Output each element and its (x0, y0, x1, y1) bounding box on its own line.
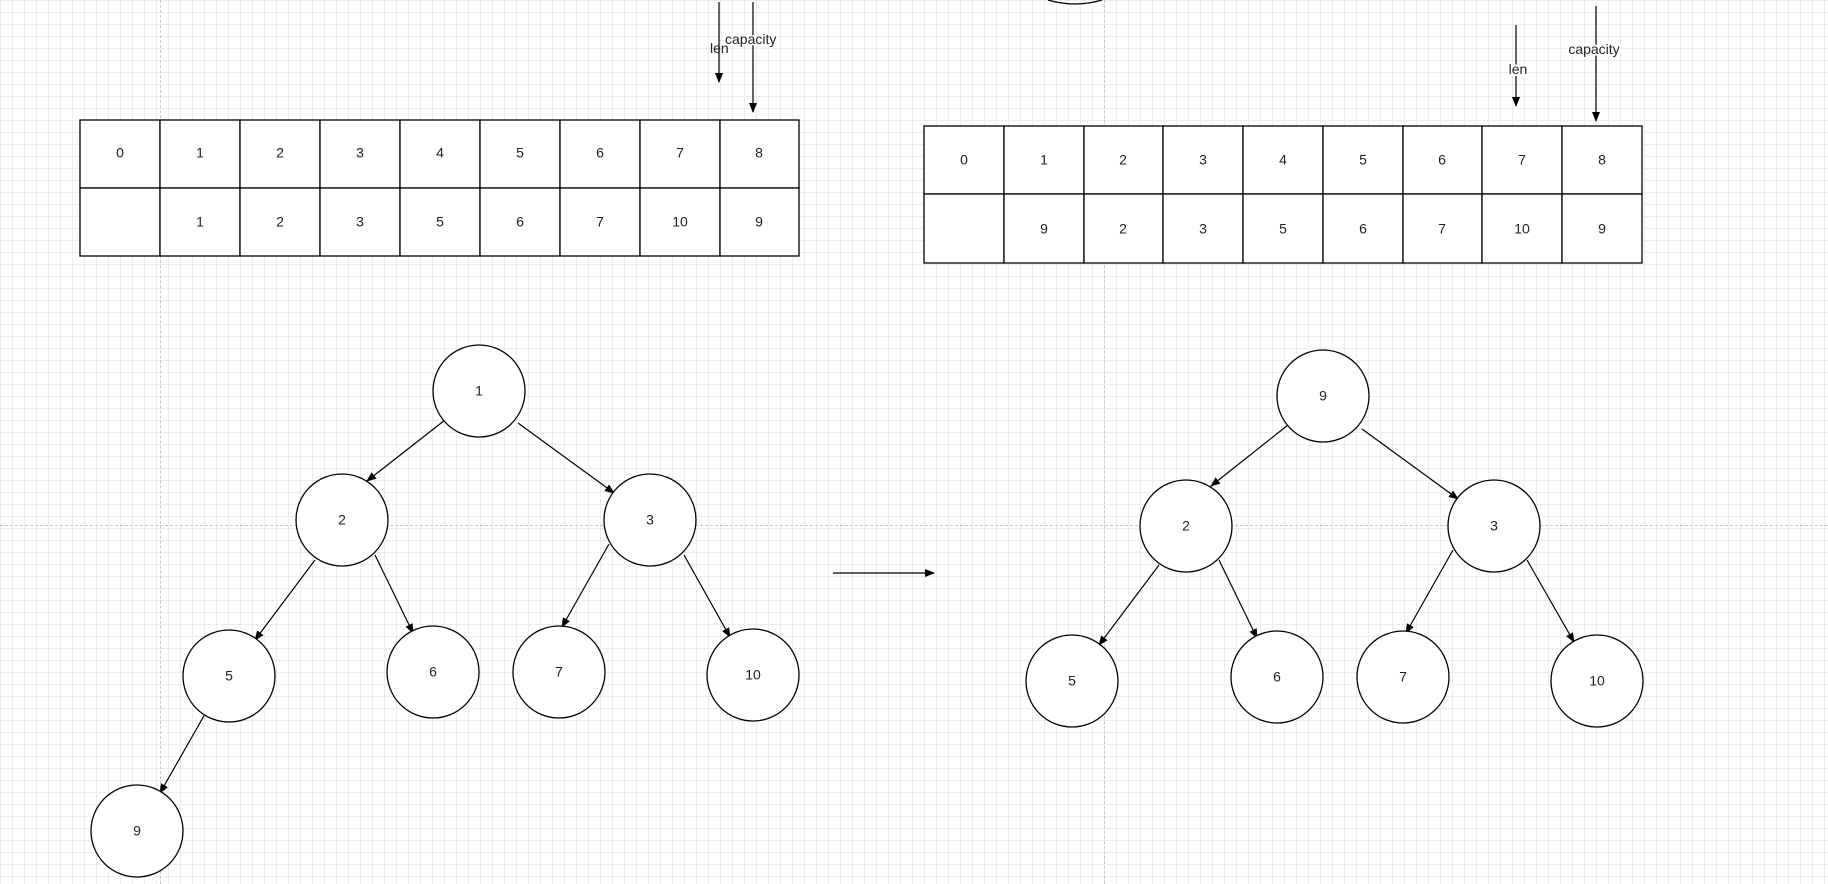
array-index-cell: 3 (1199, 152, 1207, 168)
tree-edge (366, 419, 446, 482)
capacity-pointer-label: capacity (725, 31, 776, 47)
tree-node-label: 5 (225, 668, 233, 684)
tree-node (90, 784, 184, 878)
tree-node (432, 344, 526, 438)
array-value-cell: 7 (1438, 221, 1446, 237)
tree-node (1276, 349, 1370, 443)
tree-edge (1361, 428, 1459, 500)
left-heap-tree: 1 2 3 5 6 7 10 9 (90, 344, 800, 878)
tree-node (603, 473, 697, 567)
array-value-cell: 1 (196, 214, 204, 230)
tree-node-label: 2 (1182, 518, 1190, 534)
array-index-cell: 4 (1279, 152, 1287, 168)
tree-node (706, 628, 800, 722)
array-index-cell: 7 (1518, 152, 1526, 168)
left-index-row: 0 1 2 3 4 5 6 7 8 (79, 119, 800, 189)
array-value-cell: 9 (1040, 221, 1048, 237)
tree-edge (1218, 559, 1258, 639)
array-value-cell: 2 (1119, 221, 1127, 237)
array-value-cell: 9 (755, 214, 763, 230)
tree-node (1230, 630, 1324, 724)
tree-node-label: 2 (338, 512, 346, 528)
tree-node (1356, 630, 1450, 724)
tree-node (1139, 479, 1233, 573)
array-value-cell: 7 (596, 214, 604, 230)
array-value-cell: 5 (1279, 221, 1287, 237)
array-index-cell: 2 (1119, 152, 1127, 168)
tree-edge (683, 554, 731, 638)
grid-guide-vertical-right (1104, 0, 1105, 884)
tree-node (1025, 634, 1119, 728)
right-heap-tree: 9 2 3 5 6 7 10 (1025, 349, 1644, 728)
array-index-cell: 0 (960, 152, 968, 168)
tree-node-label: 7 (1399, 669, 1407, 685)
array-index-cell: 1 (1040, 152, 1048, 168)
array-value-cell: 6 (1359, 221, 1367, 237)
array-value-cell: 10 (672, 214, 688, 230)
array-index-cell: 7 (676, 145, 684, 161)
array-value-cell: 3 (1199, 221, 1207, 237)
tree-edge (517, 422, 615, 494)
tree-node-label: 7 (555, 664, 563, 680)
grid-guide-horizontal (0, 525, 1828, 526)
right-index-row: 0 1 2 3 4 5 6 7 8 (923, 125, 1643, 195)
tree-node-label: 9 (1319, 388, 1327, 404)
left-value-row: 1 2 3 5 6 7 10 9 (79, 187, 800, 257)
array-value-cell: 6 (516, 214, 524, 230)
right-array: 0 1 2 3 4 5 6 7 8 9 2 3 5 6 7 (923, 125, 1643, 264)
array-index-cell: 6 (596, 145, 604, 161)
capacity-pointer-label: capacity (1568, 41, 1619, 57)
tree-node (386, 625, 480, 719)
tree-edge (374, 554, 414, 634)
array-value-cell: 3 (356, 214, 364, 230)
array-index-cell: 2 (276, 145, 284, 161)
tree-node-label: 10 (745, 667, 761, 683)
array-index-cell: 5 (1359, 152, 1367, 168)
tree-node-label: 6 (1273, 669, 1281, 685)
right-value-row: 9 2 3 5 6 7 10 9 (923, 193, 1643, 264)
array-index-cell: 4 (436, 145, 444, 161)
array-index-cell: 6 (1438, 152, 1446, 168)
tree-node-label: 5 (1068, 673, 1076, 689)
array-index-cell: 8 (1598, 152, 1606, 168)
array-value-cell: 9 (1598, 221, 1606, 237)
array-index-cell: 8 (755, 145, 763, 161)
left-array: 0 1 2 3 4 5 6 7 8 1 2 3 5 6 7 (79, 119, 800, 257)
array-index-cell: 1 (196, 145, 204, 161)
len-pointer-label: len (1509, 61, 1528, 77)
tree-node (1447, 479, 1541, 573)
tree-edge (1405, 549, 1454, 634)
tree-edge (561, 543, 610, 628)
array-index-cell: 5 (516, 145, 524, 161)
array-index-cell: 0 (116, 145, 124, 161)
tree-edge (1210, 424, 1289, 487)
tree-node (182, 629, 276, 723)
tree-node-label: 3 (1490, 518, 1498, 534)
len-pointer-label: len (710, 40, 729, 56)
tree-node (1550, 634, 1644, 728)
tree-node (295, 473, 389, 567)
tree-node-label: 9 (133, 823, 141, 839)
offscreen-node-fragment (1047, 0, 1103, 5)
tree-node-label: 1 (475, 383, 483, 399)
tree-edge (1098, 564, 1160, 646)
tree-edge (254, 559, 316, 641)
tree-node-label: 6 (429, 664, 437, 680)
array-value-cell: 2 (276, 214, 284, 230)
array-index-cell: 3 (356, 145, 364, 161)
tree-node-label: 3 (646, 512, 654, 528)
tree-edge (1526, 559, 1575, 643)
tree-node-label: 10 (1589, 673, 1605, 689)
array-value-cell: 10 (1514, 221, 1530, 237)
tree-node (512, 625, 606, 719)
tree-edge (159, 713, 206, 794)
array-value-cell: 5 (436, 214, 444, 230)
grid-guide-vertical-left (160, 0, 161, 884)
